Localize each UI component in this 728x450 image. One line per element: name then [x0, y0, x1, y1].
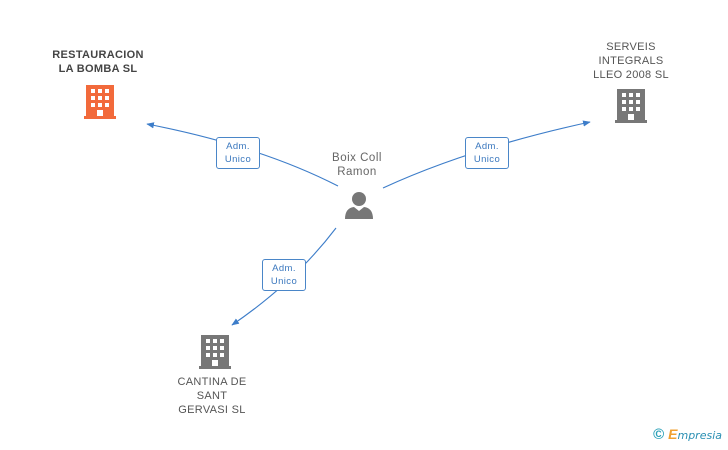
edge-label-restauracion: Adm. Unico — [216, 137, 260, 169]
person-label[interactable]: Boix Coll Ramon — [332, 152, 382, 178]
company-label-serveis[interactable]: SERVEIS INTEGRALS LLEO 2008 SL — [593, 41, 669, 81]
building-icon[interactable] — [84, 85, 116, 119]
person-icon[interactable] — [345, 192, 373, 219]
company-label-restauracion[interactable]: RESTAURACION LA BOMBA SL — [52, 49, 144, 75]
brand-logo[interactable]: Empresia — [668, 426, 722, 442]
edge-label-serveis: Adm. Unico — [465, 137, 509, 169]
company-label-cantina[interactable]: CANTINA DE SANT GERVASI SL — [177, 376, 247, 416]
copyright-icon: © — [653, 426, 665, 443]
building-icon[interactable] — [615, 89, 647, 123]
edge-label-cantina: Adm. Unico — [262, 259, 306, 291]
building-icon[interactable] — [199, 335, 231, 369]
brand-footer: © Empresia — [653, 426, 722, 444]
